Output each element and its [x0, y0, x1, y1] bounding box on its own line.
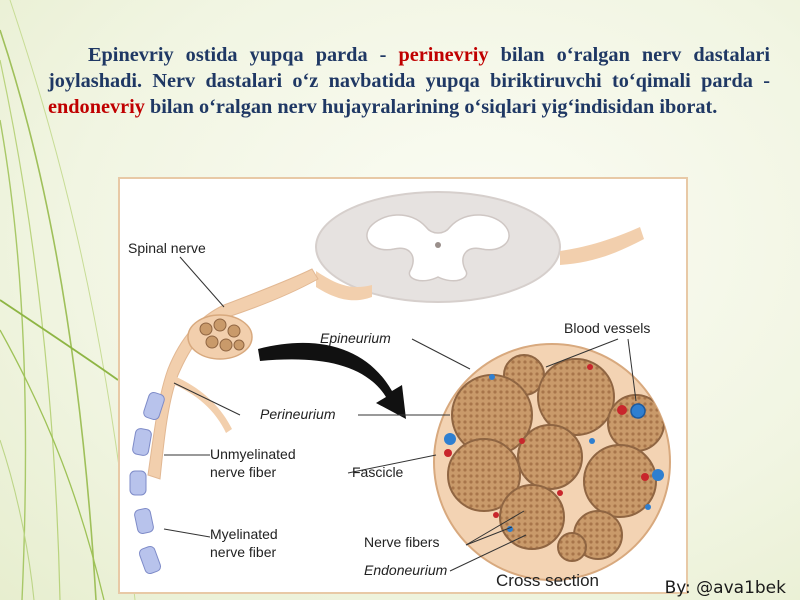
label-unmyelinated-1: Unmyelinated	[210, 446, 296, 462]
term-perinevriy: perinevriy	[398, 44, 489, 66]
author-credit: By: @ava1bek	[664, 578, 786, 598]
label-cross-section: Cross section	[496, 571, 599, 590]
description-paragraph: Epinevriy ostida yupqa parda - perinevri…	[48, 42, 770, 120]
para-text-3: bilan o‘ralgan nerv hujayralarining o‘si…	[144, 96, 718, 118]
decorative-lines	[0, 0, 136, 600]
label-unmyelinated-2: nerve fiber	[210, 464, 276, 480]
spinal-cord	[315, 191, 644, 303]
label-endoneurium: Endoneurium	[364, 562, 448, 578]
para-text-2: bilan o‘ralgan nerv dastalari joylashadi…	[48, 44, 770, 92]
label-epineurium: Epineurium	[320, 330, 391, 346]
cross-section-diagram	[433, 343, 671, 581]
leader-lines	[163, 256, 637, 572]
label-myelinated-1: Myelinated	[210, 526, 278, 542]
term-endonevriy: endonevriy	[48, 96, 145, 118]
label-myelinated-2: nerve fiber	[210, 544, 276, 560]
para-text-1: Epinevriy ostida yupqa parda -	[88, 44, 399, 66]
arrow-icon	[258, 342, 406, 419]
nerve-anatomy-figure: Spinal nerve Epineurium Blood vessels Pe…	[118, 177, 688, 594]
label-blood-vessels: Blood vessels	[564, 320, 650, 336]
label-fascicle: Fascicle	[352, 464, 404, 480]
label-spinal-nerve: Spinal nerve	[128, 240, 206, 256]
nerve-anatomy-illustration: Spinal nerve Epineurium Blood vessels Pe…	[128, 191, 671, 590]
label-nerve-fibers: Nerve fibers	[364, 534, 439, 550]
blood-vessels	[444, 364, 664, 532]
spinal-nerve-trunk	[129, 268, 319, 575]
label-perineurium: Perineurium	[260, 406, 336, 422]
